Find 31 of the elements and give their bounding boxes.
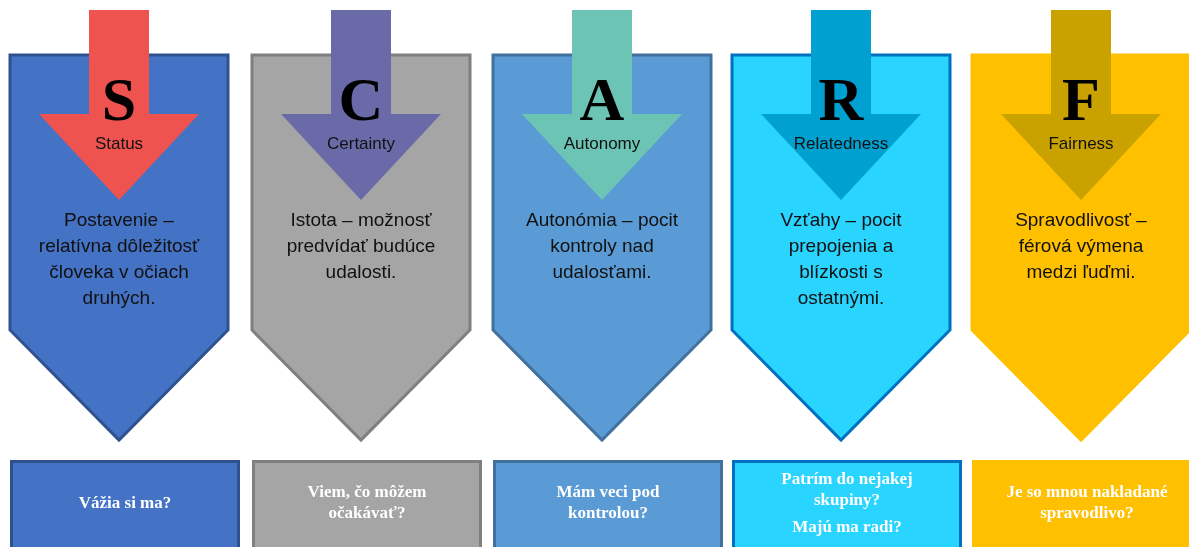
question-text: Patrím do nejakej skupiny? — [780, 467, 914, 510]
question-text: Viem, čo môžem očakávať? — [306, 481, 428, 523]
letter-heading: C — [337, 68, 385, 130]
description-text: Postavenie – relatívna dôležitosť človeka v očiach druhých. — [38, 208, 200, 310]
arrow-label: Fairness — [1047, 134, 1115, 154]
letter-heading: R — [817, 68, 865, 130]
description-text: Vzťahy – pocit prepojenia a blízkosti s ostatnými. — [779, 208, 903, 310]
arrow-label: Relatedness — [792, 134, 890, 154]
arrow-label: Certainty — [326, 134, 396, 154]
question-text: Vážia si ma? — [78, 491, 172, 513]
question-box — [10, 460, 240, 547]
arrow-label: Status — [93, 134, 145, 154]
question-box — [732, 460, 962, 547]
down-arrow — [1001, 10, 1161, 202]
question-box — [493, 460, 723, 547]
description-text: Spravodlivosť – férová výmena medzi ľuďmi. — [1014, 208, 1148, 284]
down-arrow — [281, 10, 441, 202]
letter-heading: F — [1061, 68, 1101, 130]
down-arrow — [761, 10, 921, 202]
arrow-label: Autonomy — [562, 134, 642, 154]
description-text: Autonómia – pocit kontroly nad udalosťami. — [524, 208, 680, 284]
question-text: Mám veci pod kontrolou? — [555, 481, 661, 523]
letter-heading: S — [100, 68, 138, 130]
letter-heading: A — [578, 68, 626, 130]
description-text: Istota – možnosť predvídať budúce udalosti. — [285, 208, 437, 284]
question-box — [972, 460, 1189, 547]
question-text: Majú ma radi? — [792, 515, 902, 537]
question-text: Je so mnou nakladané spravodlivo? — [1005, 481, 1169, 523]
down-arrow — [522, 10, 682, 202]
question-box — [252, 460, 482, 547]
down-arrow — [39, 10, 199, 202]
